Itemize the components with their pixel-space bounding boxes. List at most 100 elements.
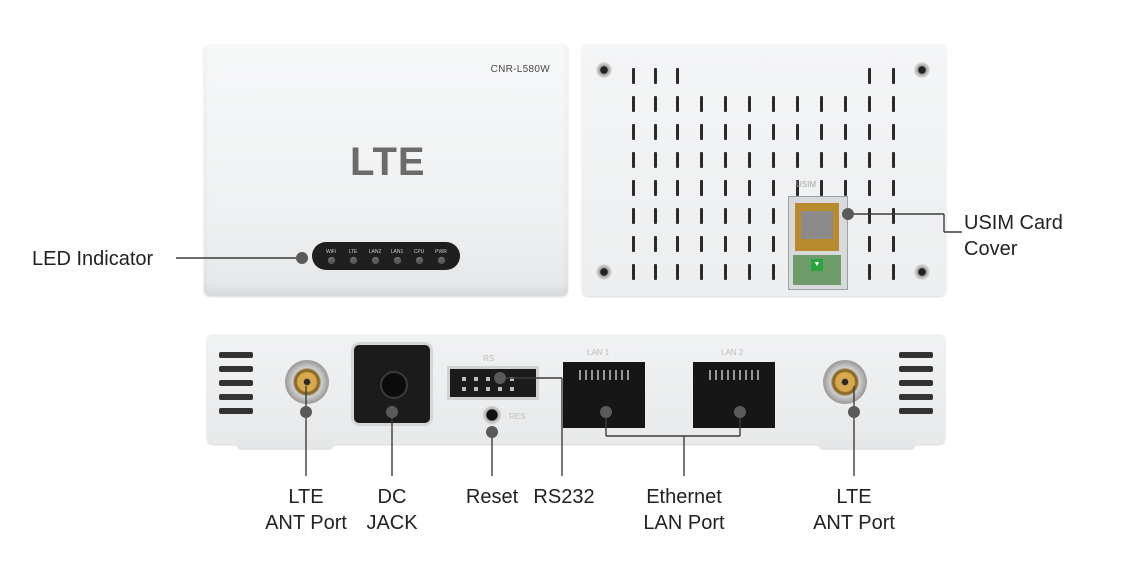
vent-slot (899, 394, 933, 400)
vent-slot (700, 208, 703, 224)
vent-slot (868, 152, 871, 168)
vent-slot (654, 152, 657, 168)
vent-slot (654, 264, 657, 280)
screw-icon (596, 264, 612, 280)
label-line: LTE (288, 486, 324, 508)
vent-slot (654, 68, 657, 84)
label-line: Cover (964, 238, 1018, 260)
led-dot (415, 256, 423, 264)
lte-ant-port-right (823, 360, 867, 404)
lan1-mark: LAN 1 (587, 348, 610, 357)
lte-ant-port-left (285, 360, 329, 404)
vent-slot (796, 180, 799, 196)
vent-slot (772, 236, 775, 252)
vent-slot (748, 236, 751, 252)
pin (498, 387, 502, 391)
vent-slot (844, 180, 847, 196)
pin (474, 387, 478, 391)
vent-slot (676, 208, 679, 224)
pin (486, 387, 490, 391)
led-label: CPU (413, 248, 425, 255)
vent-slot (892, 152, 895, 168)
vent-slot (868, 236, 871, 252)
pin (510, 377, 514, 381)
vent-slot (899, 366, 933, 372)
label-ethernet-lan-port: Ethernet LAN Port (628, 484, 740, 536)
callout-dot (842, 208, 854, 220)
led-dot (327, 256, 335, 264)
vent-slot (748, 264, 751, 280)
vent-slot (676, 180, 679, 196)
vent-slot (892, 264, 895, 280)
pin (474, 377, 478, 381)
led-label: WiFi (326, 248, 336, 255)
vent-slot (772, 180, 775, 196)
vent-slot (892, 208, 895, 224)
screw-icon (914, 62, 930, 78)
lan2-mark: LAN 2 (721, 348, 744, 357)
label-rs232: RS232 (533, 486, 595, 508)
usim-slot-label: USIM (796, 180, 816, 189)
vent-slot (899, 352, 933, 358)
vent-slot (632, 96, 635, 112)
vent-slot (219, 352, 253, 358)
vent-slot (219, 394, 253, 400)
vent-slot (892, 180, 895, 196)
vent-slot (654, 236, 657, 252)
label-line: LAN Port (643, 512, 725, 534)
vent-slot (700, 96, 703, 112)
vent-slot (796, 124, 799, 140)
vent-slot (219, 408, 253, 414)
led-indicator-panel: WiFi LTE LAN2 LAN1 CPU PWR (312, 242, 460, 270)
pin (486, 377, 490, 381)
pin (462, 377, 466, 381)
rubber-foot (819, 440, 915, 450)
label-line: ANT Port (265, 512, 347, 534)
label-line: ANT Port (813, 512, 895, 534)
vent-slot (724, 124, 727, 140)
vent-slot (772, 96, 775, 112)
vent-slot (632, 68, 635, 84)
led-lan1: LAN1 (387, 249, 407, 264)
vent-slot (632, 152, 635, 168)
vent-slot (700, 152, 703, 168)
vent-slot (772, 264, 775, 280)
vent-slot (724, 152, 727, 168)
callout-dot (386, 406, 398, 418)
label-line: LTE (836, 486, 872, 508)
vent-slot (676, 236, 679, 252)
vent-slot (899, 408, 933, 414)
callout-dot (734, 406, 746, 418)
reset-mark: RES (509, 412, 526, 421)
led-pwr: PWR (431, 249, 451, 264)
callout-dot (296, 252, 308, 264)
vent-slot (772, 208, 775, 224)
pin (462, 387, 466, 391)
callout-dot (848, 406, 860, 418)
label-line: JACK (366, 512, 418, 534)
vent-slot (868, 208, 871, 224)
callout-dot (300, 406, 312, 418)
vent-slot (796, 152, 799, 168)
router-back-view: USIM ▼ (582, 44, 946, 296)
vent-slot (868, 68, 871, 84)
vent-slot (724, 208, 727, 224)
led-lte: LTE (343, 249, 363, 264)
vent-slot (868, 180, 871, 196)
vent-slot (748, 152, 751, 168)
label-lte-ant-port-left: LTE ANT Port (248, 484, 364, 536)
vent-slot (676, 68, 679, 84)
vent-slot (632, 124, 635, 140)
vent-slot (844, 152, 847, 168)
usim-card-cover: ▼ (788, 196, 848, 290)
led-dot (371, 256, 379, 264)
vent-slot (772, 124, 775, 140)
port-contacts (579, 370, 629, 380)
router-front-view: CNR-L580W LTE WiFi LTE LAN2 LAN1 CPU PWR (204, 44, 568, 296)
vent-slot (868, 124, 871, 140)
vent-slot (748, 96, 751, 112)
vent-slot (820, 180, 823, 196)
vent-slot (892, 96, 895, 112)
reset-button (483, 406, 501, 424)
